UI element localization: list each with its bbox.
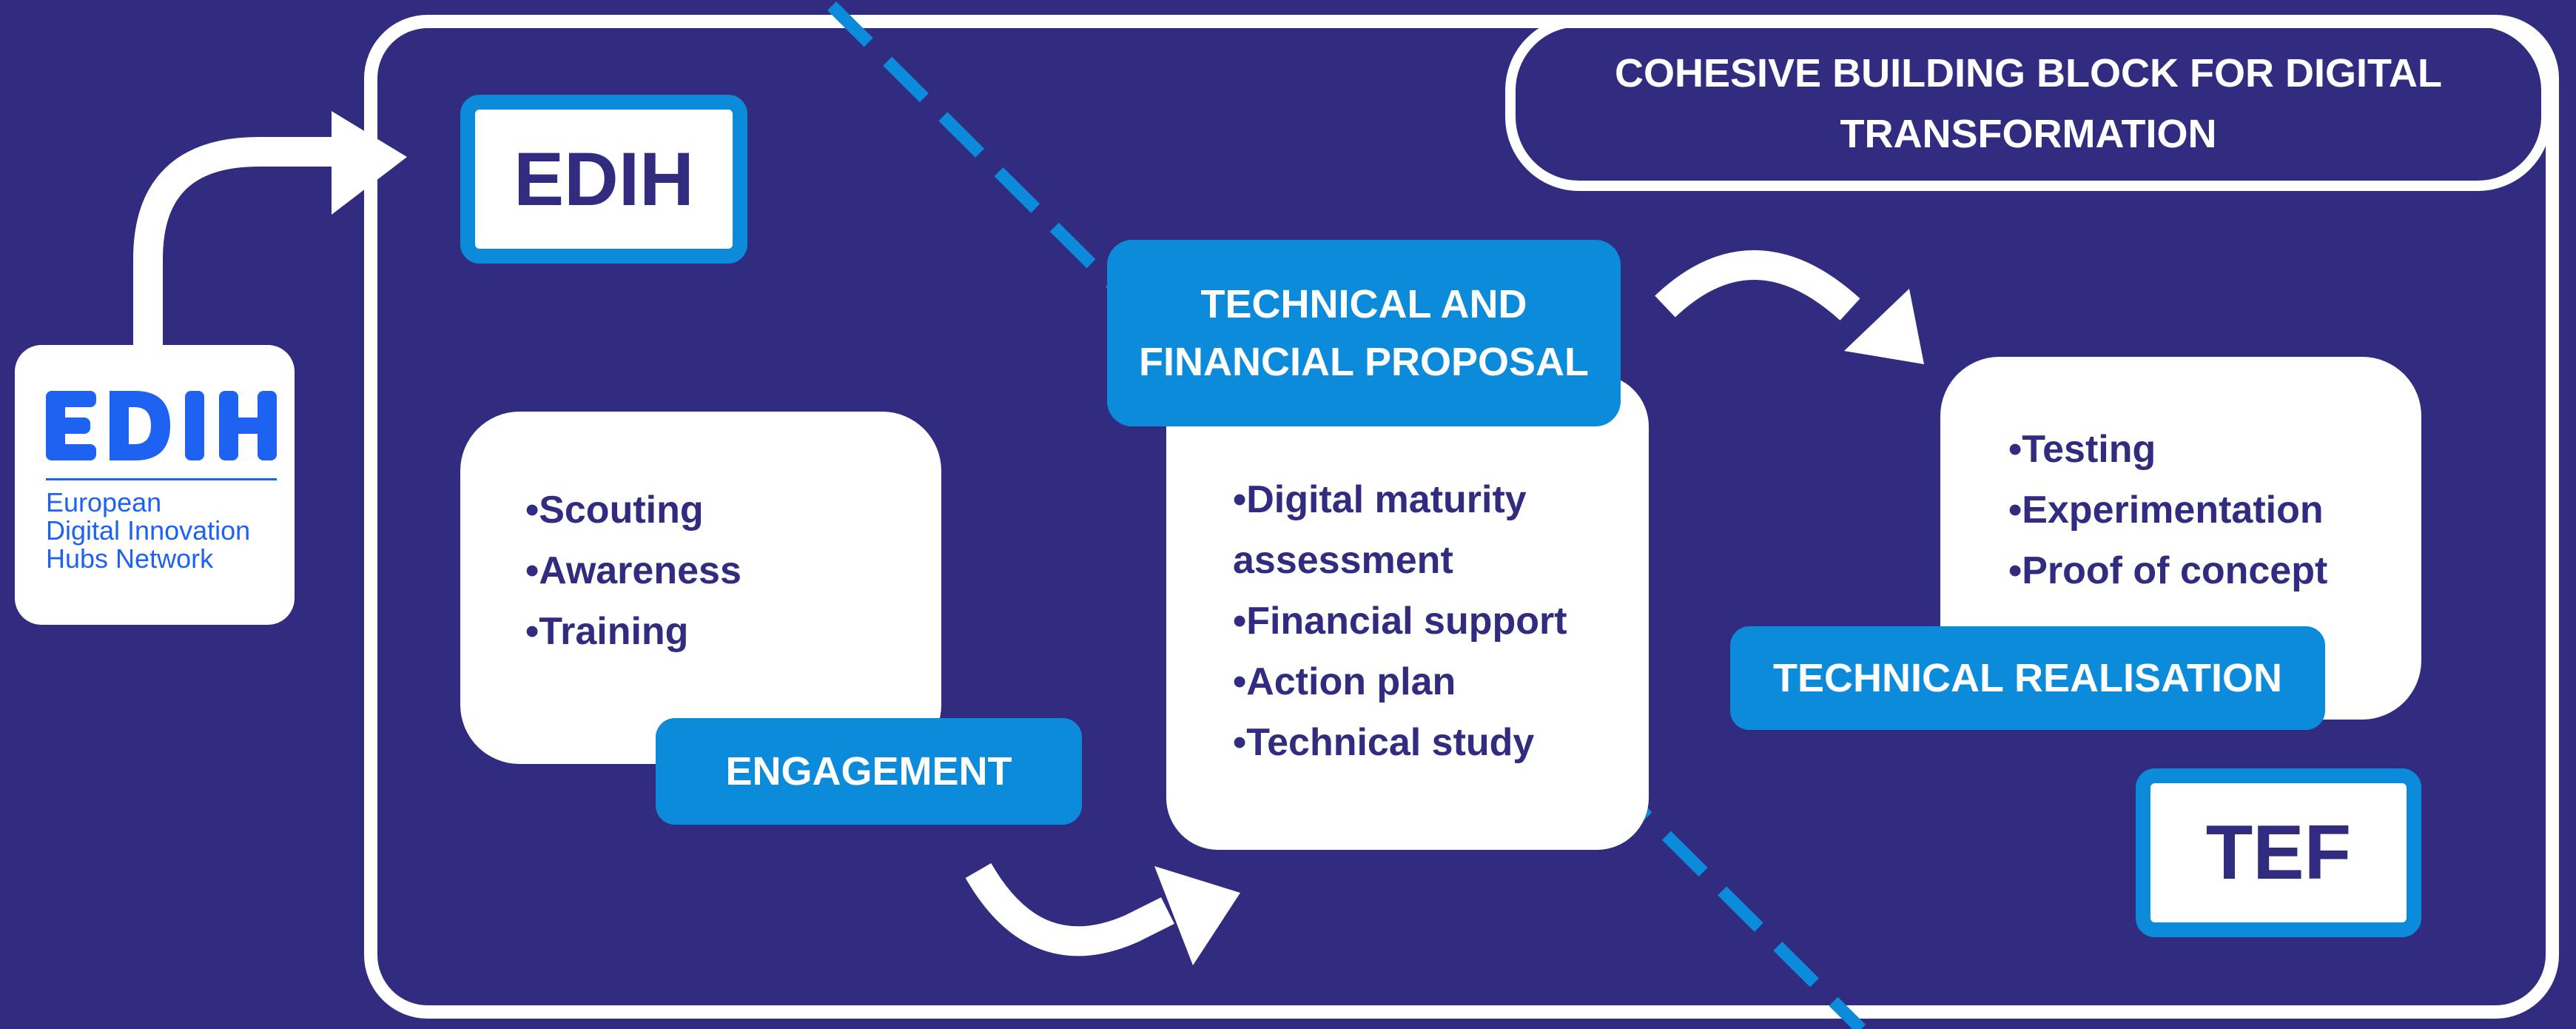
realisation-card: •Testing •Experimentation •Proof of conc… <box>1940 357 2421 720</box>
arrow-engagement-to-proposal <box>965 862 1240 965</box>
proposal-card: •Digital maturity assessment •Financial … <box>1166 375 1649 850</box>
edih-network-logo: European Digital Innovation Hubs Network <box>15 345 295 625</box>
logo-subtitle: European Digital Innovation Hubs Network <box>46 487 251 574</box>
header-title: COHESIVE BUILDING BLOCK FOR DIGITAL TRAN… <box>1505 16 2552 191</box>
list-item: •Proof of concept <box>2008 549 2328 592</box>
arrow-proposal-to-realisation <box>1655 250 1924 364</box>
list-item: •Action plan <box>1233 660 1456 703</box>
list-item: •Technical study <box>1233 721 1535 764</box>
engagement-label: ENGAGEMENT <box>656 718 1082 825</box>
tef-tag: TEF <box>2136 768 2421 937</box>
list-item: •Testing <box>2008 428 2156 471</box>
logo-divider <box>46 478 277 480</box>
engagement-card: •Scouting •Awareness •Training <box>460 412 941 764</box>
list-item: assessment <box>1233 539 1453 582</box>
arrow-logo-to-edih <box>133 111 407 346</box>
list-item: •Training <box>525 610 689 653</box>
proposal-label: TECHNICAL AND FINANCIAL PROPOSAL <box>1107 240 1621 426</box>
edih-tag: EDIH <box>460 95 747 264</box>
realisation-label: TECHNICAL REALISATION <box>1730 626 2325 730</box>
edih-logo-mark-icon <box>46 391 277 460</box>
list-item: •Awareness <box>525 549 741 592</box>
list-item: •Scouting <box>525 489 704 532</box>
list-item: •Digital maturity <box>1233 478 1527 521</box>
list-item: •Experimentation <box>2008 489 2324 532</box>
list-item: •Financial support <box>1233 600 1567 643</box>
